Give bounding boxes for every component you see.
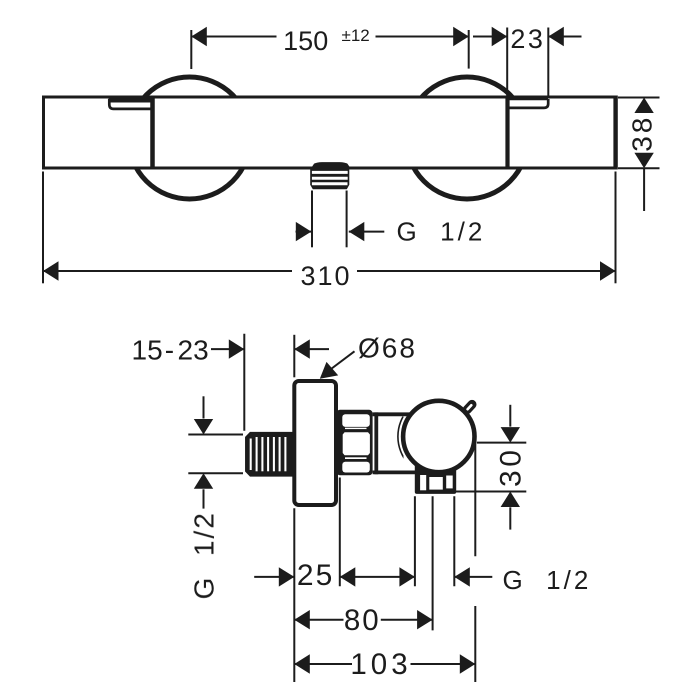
svg-text:38: 38 (627, 115, 658, 152)
svg-text:25: 25 (297, 559, 334, 592)
svg-text:310: 310 (300, 261, 351, 291)
svg-text:Ø68: Ø68 (358, 333, 417, 364)
svg-text:±12: ±12 (342, 26, 370, 45)
svg-text:G 1/2: G 1/2 (397, 217, 486, 247)
svg-text:23: 23 (510, 24, 545, 54)
svg-text:103: 103 (350, 648, 411, 681)
svg-text:30: 30 (495, 447, 528, 487)
svg-text:15-23: 15-23 (132, 335, 209, 366)
svg-text:G 1/2: G 1/2 (503, 565, 592, 595)
svg-text:150: 150 (283, 26, 328, 56)
svg-text:80: 80 (344, 604, 381, 637)
svg-text:G 1/2: G 1/2 (189, 511, 220, 599)
